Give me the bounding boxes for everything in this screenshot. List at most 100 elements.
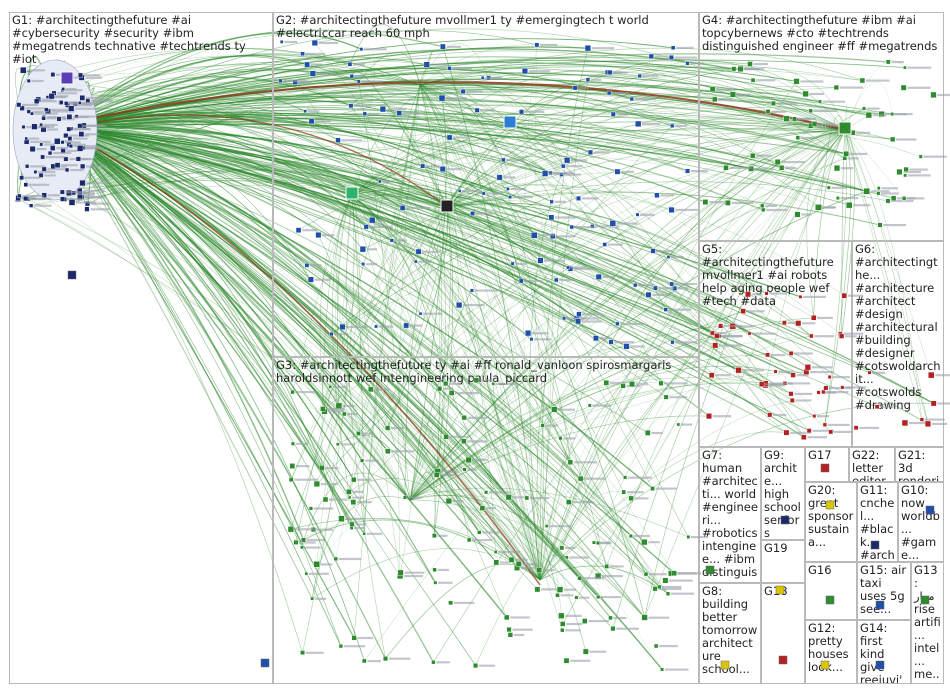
group-label-g6: G6: #architectingthe... #architecture #a… — [855, 242, 941, 412]
network-edge — [59, 127, 766, 384]
network-edge — [73, 151, 353, 196]
group-label-g7: G7: human #architecti... world #engineer… — [702, 448, 758, 583]
network-edge — [59, 127, 810, 432]
group-box-g16[interactable]: G16 — [805, 562, 857, 620]
network-edge — [539, 79, 589, 581]
network-edge — [446, 86, 837, 208]
group-box-g19[interactable]: G19 — [761, 540, 805, 583]
group-box-g4[interactable]: G4: #architectingthefuture #ibm #ai topc… — [699, 12, 944, 241]
group-box-g3[interactable]: G3: #architectingthefuture ty #ai #ff ro… — [273, 357, 699, 684]
network-edge — [539, 565, 669, 594]
group-box-g6[interactable]: G6: #architectingthe... #architecture #a… — [852, 241, 944, 447]
network-edge — [351, 142, 727, 196]
group-label-g10: G10: now worldb... #game... #indie... — [901, 483, 940, 562]
group-box-g21[interactable]: G21: 3d renderi... #devel... vegaca... — [895, 447, 944, 482]
network-edge — [419, 84, 841, 334]
network-edge — [337, 435, 411, 501]
group-box-g5[interactable]: G5: #architectingthefuture mvollmer1 #ai… — [699, 241, 852, 447]
network-edge — [351, 194, 507, 618]
network-edge — [351, 194, 470, 541]
network-edge — [358, 129, 846, 434]
network-edge — [290, 206, 448, 530]
network-edge — [57, 141, 541, 581]
group-label-g13: G13: مهار rise artifi... intel... me... … — [914, 563, 941, 684]
network-edge — [446, 192, 881, 226]
network-edge — [59, 127, 355, 480]
group-label-g16: G16 — [808, 563, 832, 577]
network-edge — [446, 206, 543, 426]
network-edge — [492, 383, 541, 581]
group-box-g7[interactable]: G7: human #architecti... world #engineer… — [699, 447, 761, 583]
network-edge — [409, 108, 865, 501]
group-box-g2[interactable]: G2: #architectingthefuture mvollmer1 ty … — [273, 12, 699, 357]
network-edge — [529, 174, 562, 581]
network-edge — [82, 82, 846, 131]
network-edge — [59, 113, 778, 163]
network-edge — [351, 71, 448, 208]
network-edge — [316, 129, 846, 485]
group-box-g9[interactable]: G9: archite... high school seniors inter… — [761, 447, 805, 540]
network-edge — [60, 102, 541, 581]
network-edge — [351, 194, 477, 381]
network-edge — [542, 129, 846, 426]
group-box-g8[interactable]: G8: building better tomorrow architectur… — [699, 583, 761, 684]
network-edge — [409, 346, 627, 501]
network-edge — [59, 120, 511, 198]
network-edge — [25, 184, 541, 581]
network-edge — [446, 206, 653, 489]
group-box-g18[interactable]: G18 — [761, 583, 805, 684]
network-edge — [419, 51, 433, 86]
network-edge — [409, 205, 763, 501]
network-edge — [59, 127, 578, 319]
network-edge — [346, 194, 386, 659]
strong-edge — [59, 127, 541, 586]
network-edge — [302, 194, 355, 653]
network-edge — [439, 129, 846, 389]
network-edge — [446, 172, 763, 208]
network-edge — [446, 89, 806, 208]
network-edge — [65, 135, 411, 501]
group-box-g13[interactable]: G13: مهار rise artifi... intel... me... … — [911, 562, 944, 684]
network-edge — [59, 83, 811, 129]
network-edge — [351, 194, 512, 560]
network-edge — [409, 346, 627, 501]
network-edge — [350, 74, 846, 131]
group-box-g1[interactable]: G1: #architectingthefuture #ai #cybersec… — [9, 12, 273, 684]
network-edge — [488, 71, 846, 131]
group-box-g17[interactable]: G17 — [805, 447, 849, 482]
network-edge — [59, 127, 653, 489]
network-edge — [353, 84, 421, 638]
group-box-g20[interactable]: G20: great sponsor sustaina... — [805, 482, 857, 562]
network-edge — [34, 104, 846, 131]
network-edge — [382, 108, 448, 208]
network-edge — [351, 194, 509, 498]
group-box-g22[interactable]: G22: letter editor death... — [849, 447, 895, 482]
network-edge — [70, 120, 353, 196]
group-label-g22: G22: letter editor death... — [852, 448, 886, 482]
group-box-g14[interactable]: G14: first kind give reejuvi's... — [857, 620, 911, 684]
network-edge — [59, 127, 614, 629]
network-edge — [290, 206, 448, 480]
network-edge — [351, 68, 741, 196]
network-edge — [59, 48, 734, 129]
network-edge — [539, 335, 812, 581]
network-edge — [59, 127, 787, 434]
group-box-g11[interactable]: G11: cnchel... #black... #archit... #cnc… — [857, 482, 898, 562]
network-edge — [446, 147, 688, 208]
network-edge — [409, 487, 689, 538]
network-edge — [542, 129, 846, 426]
network-edge — [80, 47, 421, 86]
network-edge — [841, 129, 856, 337]
group-box-g15[interactable]: G15: air taxi uses 5g see... — [857, 562, 911, 620]
group-box-g10[interactable]: G10: now worldb... #game... #indie... — [898, 482, 944, 562]
network-edge — [59, 127, 571, 463]
network-edge — [446, 206, 662, 384]
network-edge — [59, 127, 660, 588]
network-edge — [409, 161, 778, 501]
network-edge — [349, 24, 421, 86]
network-edge — [59, 127, 627, 347]
network-edge — [446, 206, 571, 463]
group-box-g12[interactable]: G12: pretty houses look... — [805, 620, 857, 684]
network-edge — [59, 127, 440, 389]
network-edge — [337, 194, 353, 406]
